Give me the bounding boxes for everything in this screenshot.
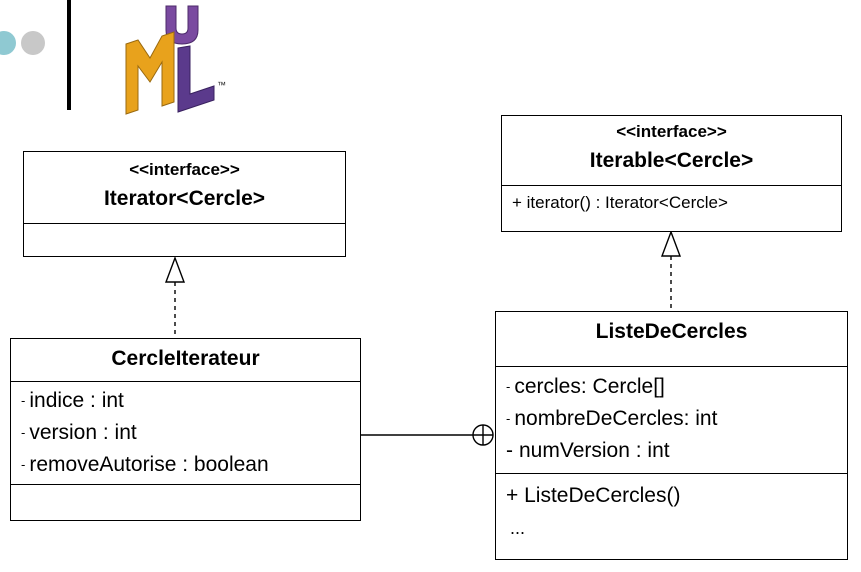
- class-name: CercleIterateur: [111, 347, 260, 370]
- class-box-iterator: <<interface>> Iterator<Cercle>: [23, 151, 346, 257]
- uml-logo: ™: [125, 5, 226, 115]
- uml-logo-l: [177, 45, 215, 113]
- operation: + iterator() : Iterator<Cercle>: [512, 193, 728, 212]
- class-name: Iterator<Cercle>: [103, 187, 266, 210]
- attribute: -cercles: Cercle[]: [506, 375, 665, 398]
- header-divider: [67, 0, 71, 110]
- empty-compartment: [24, 224, 345, 256]
- class-name: ListeDeCercles: [595, 320, 748, 343]
- class-box-iterable: <<interface>> Iterable<Cercle> + iterato…: [501, 115, 842, 232]
- operation-ellipsis: ...: [510, 518, 526, 538]
- decor-dot-grey: [21, 31, 45, 55]
- class-box-liste-de-cercles: ListeDeCercles -cercles: Cercle[] -nombr…: [495, 311, 848, 560]
- attribute: -nombreDeCercles: int: [506, 407, 718, 430]
- attribute: -removeAutorise : boolean: [21, 453, 269, 476]
- empty-compartment: [11, 485, 360, 519]
- class-box-cercle-iterateur: CercleIterateur -indice : int -version :…: [10, 338, 361, 521]
- stereotype-label: <<interface>>: [616, 122, 727, 141]
- attribute: -version : int: [21, 421, 137, 444]
- realization-arrowhead-iterator: [164, 256, 186, 283]
- class-name: Iterable<Cercle>: [589, 149, 754, 172]
- realization-arrowhead-iterable: [660, 230, 682, 257]
- uml-logo-m: [125, 31, 175, 115]
- operation: + ListeDeCercles(): [506, 484, 681, 507]
- attribute: -indice : int: [21, 389, 124, 412]
- attribute: -numVersion : int: [506, 439, 670, 462]
- decor-dot-teal: [0, 31, 16, 55]
- stereotype-label: <<interface>>: [129, 160, 240, 179]
- uml-logo-tm: ™: [217, 80, 226, 90]
